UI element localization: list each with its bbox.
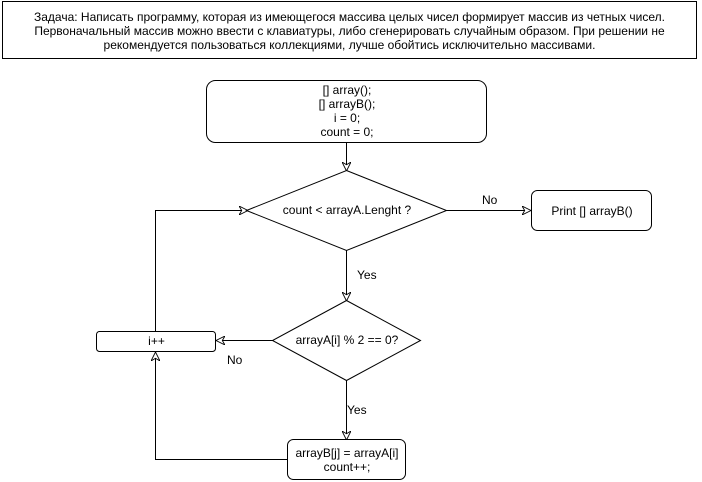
edge-label-no-increment: No	[227, 353, 243, 367]
init-line-1: [] array();	[322, 83, 372, 97]
edge-increment-to-loop	[155, 211, 248, 331]
task-description: Задача: Написать программу, которая из и…	[2, 1, 697, 59]
even-check-text: arrayA[i] % 2 == 0?	[295, 333, 399, 347]
task-line-3: рекомендуется пользоваться коллекциями, …	[103, 38, 596, 52]
print-node	[531, 190, 652, 231]
edge-label-no-print: No	[482, 193, 498, 207]
print-node-text: Print [] arrayB()	[551, 204, 633, 218]
edge-label-yes-check: Yes	[357, 268, 377, 282]
assign-node	[287, 439, 406, 480]
increment-node-text: i++	[148, 334, 165, 348]
increment-node	[96, 331, 216, 352]
assign-line-2: count++;	[323, 460, 371, 474]
assign-line-1: arrayB[j] = arrayA[i]	[295, 446, 399, 460]
init-line-3: i = 0;	[333, 111, 361, 125]
even-check-node	[271, 299, 422, 382]
init-line-2: [] arrayB();	[318, 97, 376, 111]
assign-node-text: arrayB[j] = arrayA[i] count++;	[288, 446, 406, 474]
edge-assign-to-increment	[156, 352, 287, 460]
init-node-text: [] array(); [] arrayB(); i = 0; count = …	[207, 83, 487, 139]
loop-condition-node	[245, 169, 448, 252]
task-line-2: Первоначальный массив можно ввести с кла…	[34, 24, 665, 38]
init-node	[206, 80, 487, 143]
edge-label-yes-assign: Yes	[347, 403, 367, 417]
loop-condition-text: count < arrayA.Lenght ?	[282, 203, 412, 217]
task-line-1: Задача: Написать программу, которая из и…	[34, 10, 665, 24]
init-line-4: count = 0;	[320, 125, 374, 139]
